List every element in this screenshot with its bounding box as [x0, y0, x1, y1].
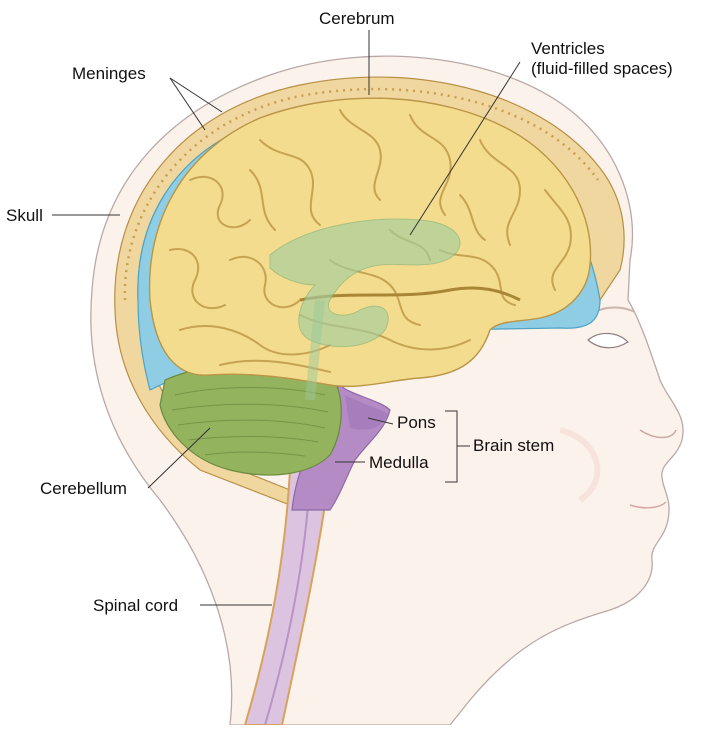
meninges-pointer-b — [169, 77, 223, 113]
pointer-lines — [52, 30, 521, 606]
mouth — [629, 501, 667, 509]
cerebellum-label: Cerebellum — [40, 479, 127, 498]
lateral-sulcus — [299, 286, 521, 302]
ventricles-pointer — [409, 61, 521, 236]
cerebrum-label: Cerebrum — [319, 9, 395, 28]
pons — [345, 395, 388, 430]
spinal-cord-label: Spinal cord — [93, 596, 179, 615]
ventricles-label-line1: Ventricles — [531, 39, 605, 58]
ventricle-stalk — [305, 299, 325, 401]
pons-label: Pons — [397, 413, 436, 432]
nose — [639, 429, 677, 439]
pons-pointer — [367, 417, 394, 425]
meninges-pointer-a — [169, 77, 206, 131]
brain-stem-label: Brain stem — [473, 436, 555, 455]
brain-stem-bracket — [445, 410, 470, 483]
eye — [587, 332, 629, 349]
cerebellum-pointer — [147, 427, 211, 489]
ventricles-label-line2: (fluid-filled spaces) — [531, 59, 673, 78]
meninges-label: Meninges — [72, 64, 146, 83]
medulla-label: Medulla — [369, 453, 429, 472]
face-shading — [559, 427, 601, 503]
skull-label: Skull — [6, 206, 43, 225]
